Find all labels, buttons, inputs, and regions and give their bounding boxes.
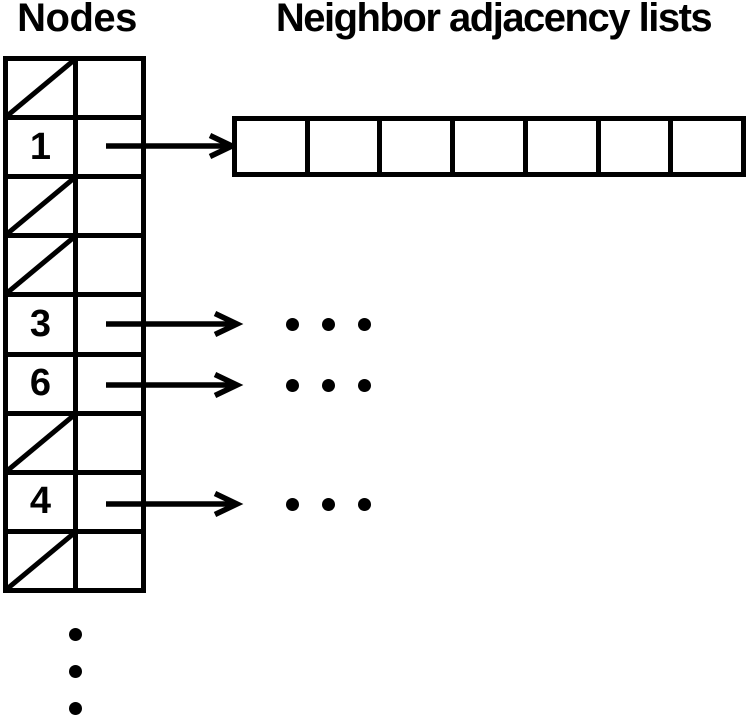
nodes-column-title: Nodes <box>17 0 137 40</box>
pointer-arrow-node1-icon <box>106 133 239 159</box>
node-key-cell <box>8 61 78 116</box>
null-slash-icon <box>8 179 73 233</box>
ellipsis-dots-node3 <box>286 318 371 331</box>
dot-icon <box>322 379 335 392</box>
table-row-0 <box>8 61 141 121</box>
array-cell <box>673 121 741 172</box>
null-slash-icon <box>8 534 73 588</box>
dot-icon <box>358 498 371 511</box>
node-key-cell <box>8 179 78 234</box>
dot-icon <box>322 498 335 511</box>
null-slash-icon <box>8 416 73 470</box>
pointer-arrow-node6-icon <box>106 372 244 398</box>
pointer-cell <box>78 534 141 588</box>
node-label: 1 <box>29 125 52 168</box>
table-row-3 <box>8 238 141 298</box>
dot-icon <box>286 379 299 392</box>
table-row-5: 6 <box>8 356 141 416</box>
pointer-cell <box>78 416 141 470</box>
null-slash-icon <box>8 61 73 115</box>
node-key-cell: 1 <box>8 120 78 175</box>
table-row-1: 1 <box>8 120 141 180</box>
adjacency-list-array-node1 <box>232 116 746 177</box>
node-label: 6 <box>29 362 52 405</box>
table-row-6 <box>8 415 141 475</box>
node-key-cell <box>8 238 78 293</box>
table-row-4: 3 <box>8 297 141 357</box>
array-cell <box>382 121 456 172</box>
dot-icon <box>286 318 299 331</box>
node-key-cell: 4 <box>8 474 78 529</box>
dot-icon <box>358 379 371 392</box>
node-key-cell <box>8 415 78 470</box>
table-row-7: 4 <box>8 474 141 534</box>
node-key-cell: 3 <box>8 297 78 352</box>
pointer-arrow-node4-icon <box>106 491 244 517</box>
node-key-cell <box>8 533 78 588</box>
adjacency-lists-column-title: Neighbor adjacency lists <box>275 0 713 40</box>
vertical-ellipsis-dots <box>69 628 82 715</box>
table-row-2 <box>8 179 141 239</box>
array-cell <box>310 121 383 172</box>
null-slash-icon <box>8 238 73 292</box>
ellipsis-dots-node6 <box>286 379 371 392</box>
pointer-cell <box>78 238 141 292</box>
ellipsis-dots-node4 <box>286 498 371 511</box>
array-cell <box>237 121 310 172</box>
array-cell <box>455 121 528 172</box>
pointer-cell <box>78 179 141 233</box>
table-row-8 <box>8 533 141 588</box>
pointer-cell <box>78 61 141 115</box>
dot-icon <box>322 318 335 331</box>
node-key-cell: 6 <box>8 356 78 411</box>
dot-icon <box>69 702 82 715</box>
array-cell <box>528 121 601 172</box>
dot-icon <box>69 628 82 641</box>
pointer-arrow-node3-icon <box>106 311 244 337</box>
node-label: 3 <box>29 302 52 345</box>
dot-icon <box>69 665 82 678</box>
node-label: 4 <box>29 480 52 523</box>
dot-icon <box>358 318 371 331</box>
array-cell <box>601 121 674 172</box>
dot-icon <box>286 498 299 511</box>
